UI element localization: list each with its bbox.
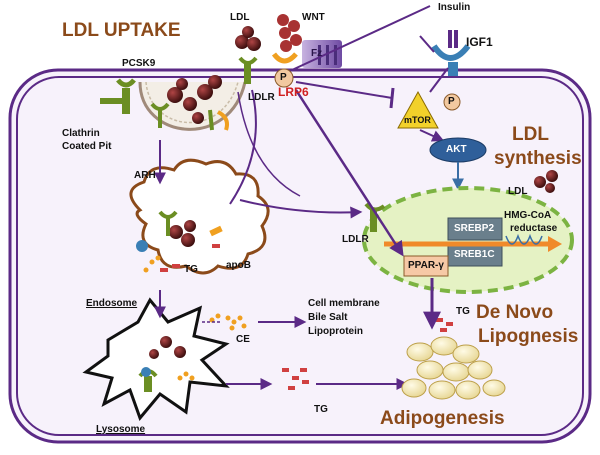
label-apob: apoB	[226, 260, 251, 271]
label-wnt: WNT	[302, 12, 325, 23]
label-clathrin-1: Clathrin	[62, 128, 100, 139]
ldlr-in-pit	[150, 102, 229, 131]
ldlr-curve-2	[237, 91, 301, 197]
ldlr-recycle	[239, 199, 363, 219]
ldlr-to-endosome	[229, 89, 257, 205]
ldl-right-particles	[534, 170, 558, 193]
title-de-novo-1: De Novo	[476, 302, 554, 323]
label-akt: AKT	[446, 144, 467, 155]
label-mtor: mTOR	[404, 115, 431, 125]
label-hmg-1: HMG-CoA	[504, 210, 552, 221]
title-de-novo-2: Lipognesis	[478, 326, 579, 347]
label-tg-right: TG	[456, 306, 470, 317]
lysosome-contents	[138, 336, 195, 392]
ppar-box	[403, 255, 449, 277]
label-lrp6: LRP6	[278, 85, 309, 99]
endosome	[129, 158, 270, 275]
label-ldlr-top: LDLR	[248, 92, 275, 103]
cell-membrane-inner	[16, 76, 584, 436]
label-p-mtor: P	[448, 96, 455, 107]
label-hmg-2: reductase	[510, 223, 558, 234]
label-pcsk9: PCSK9	[122, 58, 156, 69]
label-srebp2: SREBP2	[454, 223, 495, 234]
label-tg-endosome: TG	[184, 264, 198, 275]
wnt-ligand	[277, 14, 302, 52]
title-ldl-uptake: LDL UPTAKE	[62, 20, 181, 41]
srebp2-box	[447, 217, 503, 241]
label-bile-salt: Bile Salt	[308, 312, 348, 323]
insulin-arrow	[291, 5, 431, 71]
label-ce: CE	[236, 334, 250, 345]
ldl-particles-pit	[167, 75, 222, 124]
label-ppar: PPAR-γ	[408, 260, 444, 271]
label-igf1: IGF1	[466, 35, 493, 49]
lrp6-to-ppar	[294, 89, 404, 257]
pcsk9-receptor	[100, 78, 136, 114]
label-lipoprotein: Lipoprotein	[308, 326, 363, 337]
label-insulin: Insulin	[438, 2, 471, 13]
lrp6-inhibit-mtor	[295, 81, 393, 99]
adipocyte-cluster	[401, 336, 506, 400]
label-tg-bottom: TG	[314, 404, 328, 415]
label-ldl-right: LDL	[508, 186, 528, 197]
lrp6-receptor	[271, 52, 298, 88]
title-ldl-synthesis-2: synthesis	[494, 148, 582, 169]
label-fz: Fz	[311, 48, 323, 59]
label-endosome: Endosome	[86, 298, 138, 309]
lysosome	[82, 297, 230, 421]
label-clathrin-2: Coated Pit	[62, 141, 112, 152]
title-ldl-synthesis-1: LDL	[512, 124, 549, 145]
label-sreb1c: SREB1C	[454, 249, 495, 260]
mtor-node	[397, 90, 461, 129]
label-ldl-top: LDL	[230, 12, 250, 23]
igf1-receptor	[431, 30, 471, 76]
label-lysosome: Lysosome	[96, 424, 146, 435]
ldl-top-cluster	[235, 26, 261, 84]
label-arh: ARH	[134, 170, 156, 181]
endosome-contents	[136, 210, 223, 273]
mtor-to-akt	[419, 129, 445, 142]
igf1-to-mtor	[429, 67, 449, 93]
label-ldlr-mid: LDLR	[342, 234, 369, 245]
label-cell-membrane: Cell membrane	[308, 298, 380, 309]
ce-dots	[209, 313, 247, 331]
dna-helix	[505, 233, 543, 245]
label-p-lrp6: P	[280, 72, 287, 83]
tg-bits-bottom	[282, 368, 309, 390]
title-adipogenesis: Adipogenesis	[380, 408, 505, 429]
